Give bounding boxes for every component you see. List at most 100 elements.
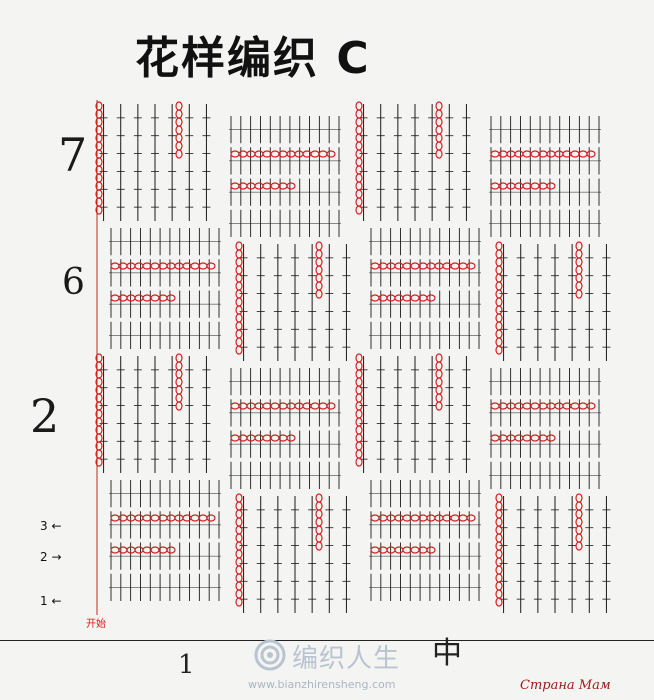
bottom-rule [0,640,654,641]
chain-stitch [110,294,120,302]
chain-stitch [286,182,296,190]
chain-stitch [586,150,596,158]
chain-stitch [495,313,503,323]
chain-stitch [554,402,564,410]
stitch-chart [95,100,611,615]
chain-stitch [495,289,503,299]
chain-stitch [175,361,183,371]
chain-stitch [134,546,144,554]
chain-stitch [355,141,363,151]
chain-stitch [435,377,443,387]
chain-stitch [235,493,243,503]
chain-stitch [166,546,176,554]
chain-stitch [315,533,323,543]
chain-stitch [355,449,363,459]
chain-stitch [495,249,503,259]
chain-stitch [495,549,503,559]
chain-stitch [410,546,420,554]
chain-stitch [522,182,532,190]
chain-stitch [355,133,363,143]
chain-stitch [466,514,476,522]
chain-stitch [370,546,380,554]
chain-stitch [435,109,443,119]
chain-stitch [235,281,243,291]
chain-stitch [235,297,243,307]
chain-stitch [206,262,216,270]
chain-stitch [458,514,468,522]
chain-stitch [198,514,208,522]
chain-stitch [110,546,120,554]
chain-stitch [495,329,503,339]
chain-stitch [435,141,443,151]
chain-stitch [514,434,524,442]
row-marker-1: 1 ← [40,594,62,608]
chain-stitch [235,337,243,347]
chain-stitch [175,401,183,411]
chain-stitch [370,514,380,522]
chain-stitch [355,189,363,199]
swirl-logo-icon [254,639,286,671]
chain-stitch [235,597,243,607]
chain-stitch [254,150,264,158]
chain-stitch [578,402,588,410]
chain-stitch [575,533,583,543]
chain-stitch [315,509,323,519]
chain-stitch [435,353,443,363]
chain-stitch [402,514,412,522]
chain-stitch [370,294,380,302]
chain-stitch [394,514,404,522]
chain-stitch [530,150,540,158]
chain-stitch [514,150,524,158]
chain-stitch [238,402,248,410]
chain-stitch [498,182,508,190]
chain-stitch [175,125,183,135]
chain-stitch [402,546,412,554]
chain-stitch [315,517,323,527]
chain-stitch [435,385,443,395]
chain-stitch [498,150,508,158]
chain-stitch [495,501,503,511]
chain-stitch [142,514,152,522]
chain-stitch [175,149,183,159]
chain-stitch [435,117,443,127]
chain-stitch [235,313,243,323]
chain-stitch [134,514,144,522]
chain-stitch [95,205,103,215]
chain-stitch [190,262,200,270]
row-label-6: 6 [62,262,85,303]
chain-stitch [95,457,103,467]
chain-stitch [262,150,272,158]
chain-stitch [235,573,243,583]
chain-stitch [175,109,183,119]
center-mark: 中 [432,636,462,671]
chain-stitch [235,533,243,543]
chain-stitch [466,262,476,270]
watermark-url: www.bianzhirensheng.com [248,678,396,691]
chain-stitch [150,262,160,270]
chain-stitch [355,101,363,111]
chain-stitch [370,262,380,270]
chain-stitch [575,281,583,291]
chain-stitch [230,402,240,410]
chain-stitch [294,150,304,158]
chain-stitch [495,345,503,355]
row-marker-3: 3 ← [40,519,62,533]
chain-stitch [458,262,468,270]
chain-stitch [514,402,524,410]
chain-stitch [355,409,363,419]
chain-stitch [522,150,532,158]
chain-stitch [198,262,208,270]
watermark-name: 编织人生 [292,644,401,674]
chain-stitch [426,262,436,270]
chain-stitch [315,273,323,283]
chain-stitch [495,257,503,267]
chain-stitch [378,262,388,270]
chain-stitch [355,117,363,127]
chain-stitch [206,514,216,522]
chain-stitch [355,457,363,467]
chain-stitch [315,541,323,551]
chain-stitch [575,265,583,275]
chain-stitch [450,262,460,270]
chain-stitch [166,294,176,302]
chain-stitch [355,205,363,215]
